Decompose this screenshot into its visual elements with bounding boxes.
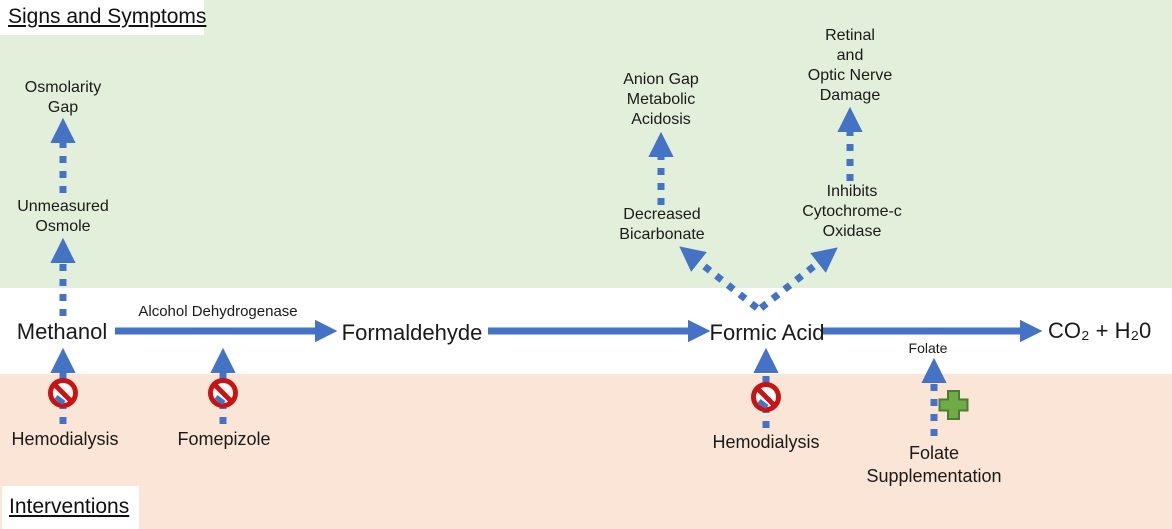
label-folate-supplementation: Folate Supplementation bbox=[866, 443, 1002, 486]
signs-section-title: Signs and Symptoms bbox=[8, 5, 207, 28]
label-unmeasured-osmole: Unmeasured Osmole bbox=[17, 198, 109, 235]
label-alcohol-dehydrogenase: Alcohol Dehydrogenase bbox=[138, 303, 298, 320]
label-folate: Folate bbox=[908, 340, 948, 356]
label-fomepizole: Fomepizole bbox=[177, 429, 271, 449]
label-hemodialysis-formic-acid: Hemodialysis bbox=[712, 432, 820, 452]
interventions-band bbox=[0, 374, 1172, 529]
node-formic-acid: Formic Acid bbox=[709, 320, 825, 345]
signs-symptoms-band bbox=[0, 0, 1172, 288]
node-formaldehyde: Formaldehyde bbox=[341, 320, 483, 345]
node-methanol: Methanol bbox=[16, 319, 108, 344]
node-co2-h2o: CO₂ + H₂0 bbox=[1048, 318, 1152, 343]
label-inhibits-cytochrome: Inhibits Cytochrome-c Oxidase bbox=[802, 183, 902, 240]
signs-label-box bbox=[0, 0, 204, 35]
pathway-band bbox=[0, 288, 1172, 374]
interventions-label-box bbox=[2, 486, 139, 529]
label-osmolarity-gap: Osmolarity Gap bbox=[24, 79, 102, 116]
interventions-section-title: Interventions bbox=[9, 495, 130, 518]
label-retinal-optic-damage: Retinal and Optic Nerve Damage bbox=[807, 27, 893, 104]
label-decreased-bicarbonate: Decreased Bicarbonate bbox=[619, 206, 705, 243]
label-anion-gap-acidosis: Anion Gap Metabolic Acidosis bbox=[623, 71, 699, 128]
label-hemodialysis-methanol: Hemodialysis bbox=[11, 429, 119, 449]
